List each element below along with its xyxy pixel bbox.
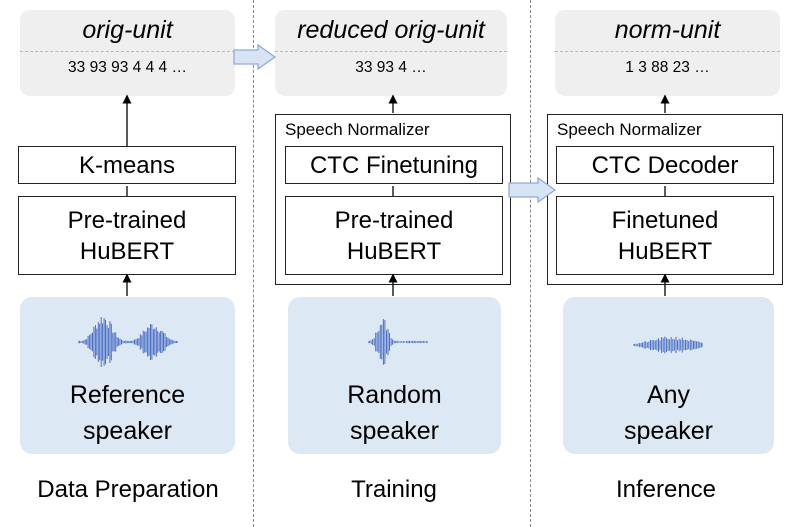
reduced-orig-unit-panel: reduced orig-unit 33 93 4 … [275, 10, 507, 96]
normalizer-label: Speech Normalizer [285, 120, 430, 139]
speaker-label-line2: speaker [624, 417, 713, 445]
column-divider-2 [530, 0, 531, 527]
ctc-decoder-box: CTC Decoder [556, 146, 774, 184]
speaker-label-line1: Random [347, 381, 442, 409]
unit-sequence: 33 93 4 … [355, 59, 427, 76]
speaker-label-line1: Any [646, 381, 691, 409]
kmeans-box: K-means [18, 146, 236, 184]
ctc-finetuning-box: CTC Finetuning [285, 146, 503, 184]
pretrained-hubert-box: Pre-trained HuBERT [18, 196, 236, 275]
unit-divider [20, 51, 235, 52]
model-name-line2: HuBERT [79, 237, 175, 265]
stage-label-inference: Inference [615, 476, 717, 503]
any-speaker-panel: Any speaker [563, 297, 774, 454]
model-name-line1: Finetuned [611, 206, 719, 234]
waveform-icon [78, 317, 178, 367]
unit-divider [555, 51, 780, 52]
unit-sequence: 33 93 93 4 4 4 … [68, 59, 187, 76]
model-name-line1: Pre-trained [67, 206, 187, 234]
waveform-icon [368, 319, 428, 365]
unit-title: orig-unit [82, 16, 173, 44]
column-divider-1 [253, 0, 254, 527]
model-name-line2: HuBERT [617, 237, 713, 265]
block-arrow-right-icon [508, 176, 557, 204]
speaker-label-line2: speaker [83, 417, 172, 445]
stage-label-training: Training [351, 476, 437, 503]
speaker-label-line2: speaker [350, 417, 439, 445]
stage-label-data-preparation: Data Preparation [37, 476, 219, 503]
reference-speaker-panel: Reference speaker [20, 297, 235, 454]
norm-unit-panel: norm-unit 1 3 88 23 … [555, 10, 780, 96]
unit-divider [275, 51, 507, 52]
block-arrow-right-icon [233, 43, 277, 71]
random-speaker-panel: Random speaker [288, 297, 501, 454]
model-name-line2: HuBERT [346, 237, 442, 265]
waveform-icon [633, 336, 703, 354]
unit-title: norm-unit [614, 16, 721, 44]
unit-title: reduced orig-unit [297, 16, 485, 44]
orig-unit-panel: orig-unit 33 93 93 4 4 4 … [20, 10, 235, 96]
unit-sequence: 1 3 88 23 … [625, 59, 710, 76]
model-name-line1: Pre-trained [334, 206, 454, 234]
normalizer-label: Speech Normalizer [557, 120, 702, 139]
speaker-label-line1: Reference [69, 381, 186, 409]
